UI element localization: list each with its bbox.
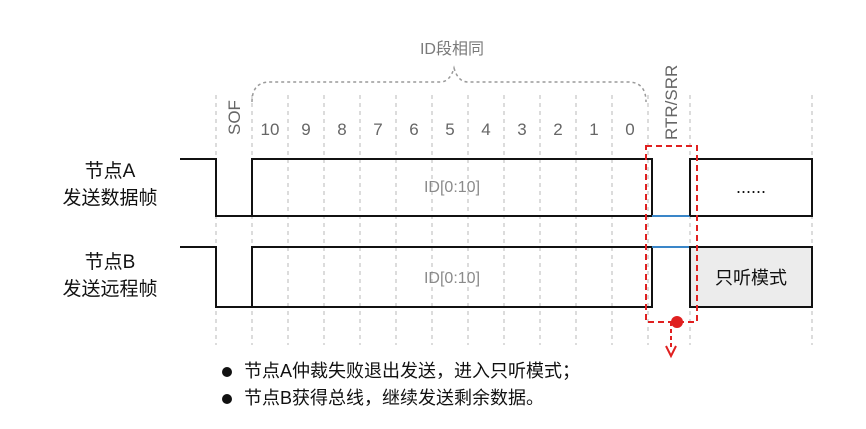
sample-point-marker	[671, 316, 683, 328]
bit-label: 10	[261, 120, 280, 139]
id-group-brace	[251, 65, 647, 103]
node-a-label: 节点A	[85, 160, 136, 182]
bit-label: 1	[589, 120, 598, 139]
bit-label: 9	[301, 120, 310, 139]
bullet-text: 节点B获得总线，继续发送剩余数据。	[244, 388, 545, 408]
bullet-text: 节点A仲裁失败退出发送，进入只听模式；	[244, 361, 581, 381]
bit-label: 6	[409, 120, 418, 139]
node-b-label: 节点B	[85, 251, 136, 273]
sof-label: SOF	[225, 100, 244, 135]
list-item: 节点B获得总线，继续发送剩余数据。	[222, 385, 580, 412]
id-group-label: ID段相同	[420, 40, 484, 58]
listen-only-mode-box: 只听模式	[715, 268, 787, 288]
bit-label: 7	[373, 120, 382, 139]
bit-label: 4	[481, 120, 490, 139]
bit-numbers: 10 9 8 7 6 5 4 3 2 1 0	[261, 120, 635, 139]
node-b-waveform: ID[0:10] 只听模式	[180, 246, 813, 308]
sample-arrow-icon	[665, 345, 677, 359]
node-b-id-field: ID[0:10]	[424, 270, 480, 287]
bit-label: 5	[445, 120, 454, 139]
bit-label: 8	[337, 120, 346, 139]
bit-label: 0	[625, 120, 634, 139]
node-b-desc: 发送远程帧	[62, 278, 157, 300]
list-item: 节点A仲裁失败退出发送，进入只听模式；	[222, 358, 580, 385]
bullet-icon	[222, 366, 232, 377]
rtr-srr-label: RTR/SRR	[662, 65, 681, 140]
bullet-icon	[222, 393, 232, 404]
node-a-waveform: ID[0:10] ......	[180, 158, 813, 217]
bit-label: 2	[553, 120, 562, 139]
bit-label: 3	[517, 120, 526, 139]
conclusion-list: 节点A仲裁失败退出发送，进入只听模式； 节点B获得总线，继续发送剩余数据。	[222, 358, 580, 412]
node-a-id-field: ID[0:10]	[424, 179, 480, 196]
node-a-desc: 发送数据帧	[62, 187, 157, 209]
node-a-trailing-data: ......	[736, 177, 766, 197]
